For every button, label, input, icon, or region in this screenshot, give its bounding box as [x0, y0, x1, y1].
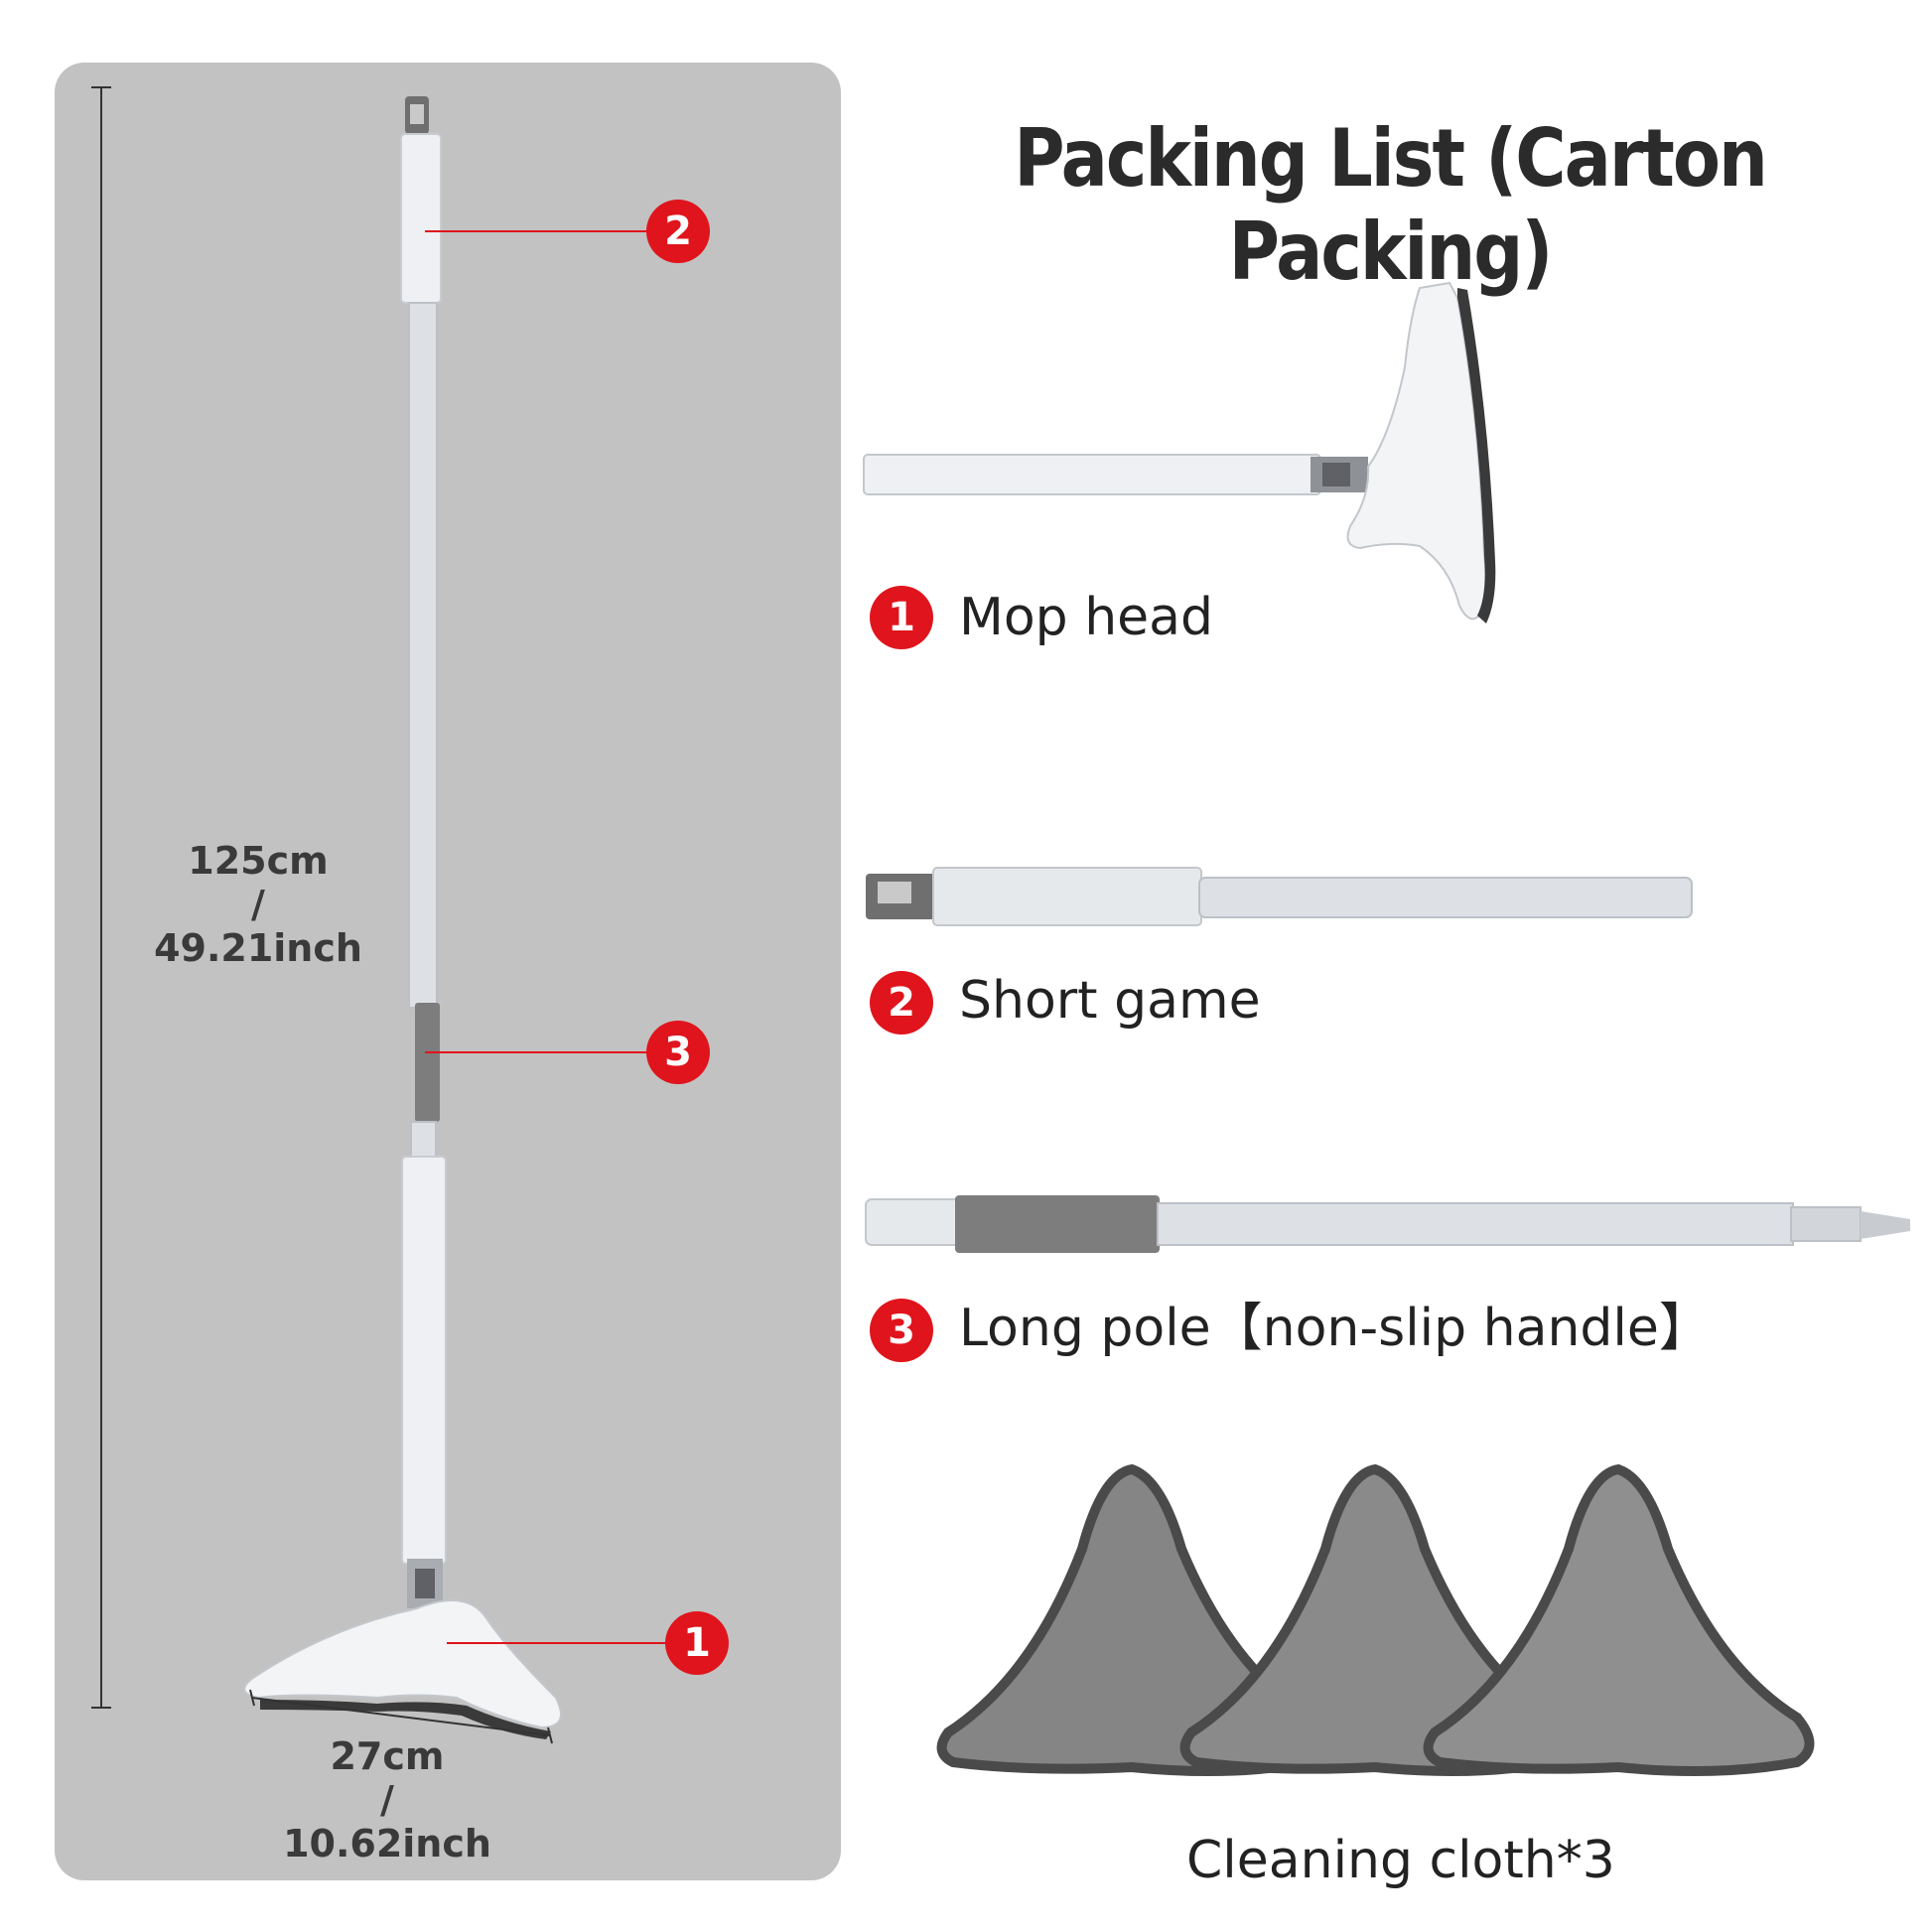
width-inch: 10.62inch [283, 1822, 491, 1865]
width-dimension-line [249, 1689, 553, 1744]
callout-badge-1: 1 [665, 1611, 729, 1675]
callout-leader-3 [425, 1051, 648, 1053]
height-cm: 125cm [188, 839, 329, 883]
height-dimension-line [91, 86, 111, 1709]
item-2-badge: 2 [870, 971, 933, 1035]
item-3-badge: 3 [870, 1299, 933, 1362]
callout-leader-1 [447, 1642, 667, 1644]
item-2-label: Short game [959, 971, 1261, 1031]
width-dimension-label: 27cm / 10.62inch [258, 1734, 516, 1865]
cleaning-cloth-3 [1423, 1463, 1815, 1776]
item-1-badge: 1 [870, 586, 933, 649]
cleaning-cloth-label: Cleaning cloth*3 [1186, 1831, 1615, 1890]
assembled-mop-illustration [243, 96, 562, 1739]
cleaning-cloth-2 [1179, 1463, 1572, 1776]
width-separator: / [380, 1778, 394, 1822]
callout-badge-3: 3 [646, 1021, 710, 1084]
item-3-label: Long pole【non-slip handle】 [959, 1299, 1711, 1358]
item-1-label: Mop head [959, 588, 1214, 647]
cleaning-cloth-1 [936, 1463, 1328, 1776]
width-cm: 27cm [330, 1734, 445, 1778]
height-inch: 49.21inch [154, 926, 362, 970]
product-panel [55, 63, 841, 1880]
callout-badge-2: 2 [646, 200, 710, 263]
height-separator: / [251, 883, 265, 926]
callout-leader-2 [425, 230, 648, 232]
page-title: Packing List (Carton Packing) [1014, 111, 1768, 299]
height-dimension-label: 125cm / 49.21inch [129, 839, 387, 970]
